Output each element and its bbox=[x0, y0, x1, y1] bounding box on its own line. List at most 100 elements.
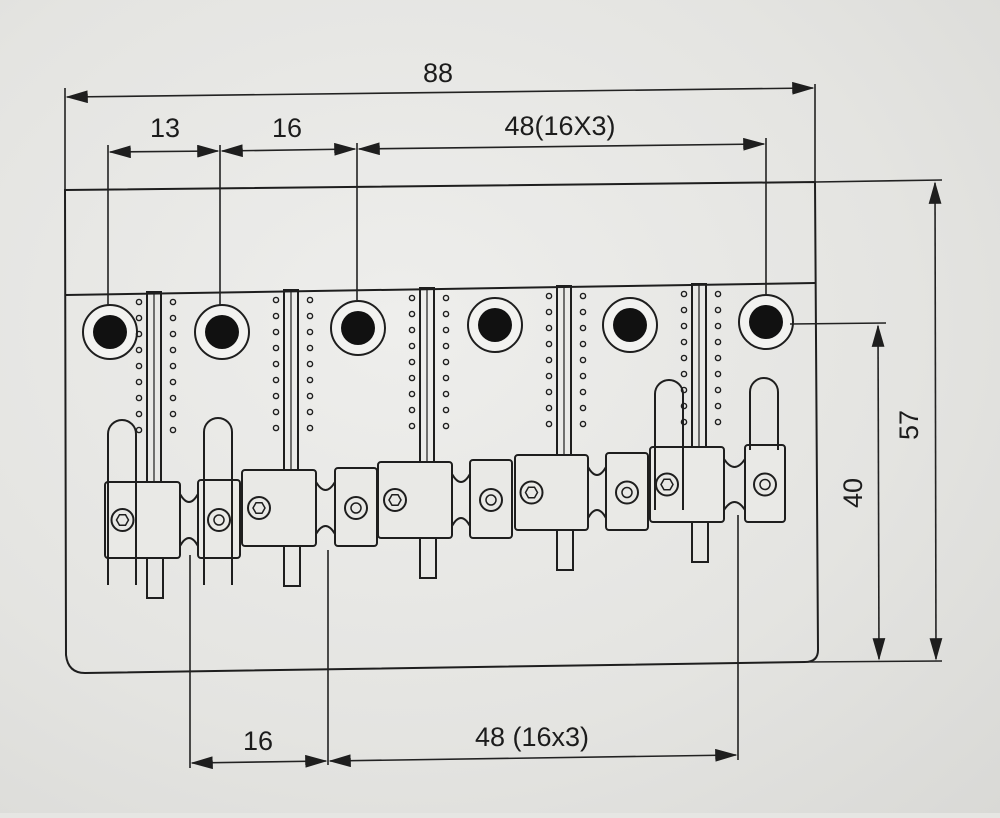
adjustment-slot bbox=[203, 417, 233, 585]
dim-bottom-spacing: 16 bbox=[243, 726, 273, 756]
spring-dot bbox=[408, 358, 416, 366]
spring-dot bbox=[714, 402, 722, 410]
spring-dot bbox=[442, 326, 450, 334]
spring-dot bbox=[135, 410, 143, 418]
spring-dot bbox=[714, 290, 722, 298]
spring-dot bbox=[272, 296, 280, 304]
spring-dot bbox=[306, 424, 314, 432]
dim-hole-height: 40 bbox=[838, 478, 868, 508]
spring-dot bbox=[545, 340, 553, 348]
height-screw bbox=[146, 557, 164, 599]
spring-dot bbox=[306, 328, 314, 336]
spring-dot bbox=[579, 292, 587, 300]
spring-dot bbox=[408, 406, 416, 414]
saddle-side-block bbox=[334, 467, 378, 547]
spring-dot bbox=[579, 324, 587, 332]
hex-socket-icon bbox=[388, 494, 402, 506]
dim-top-spacing: 16 bbox=[272, 113, 302, 143]
saddle-waist bbox=[723, 458, 746, 511]
spring-dot bbox=[579, 420, 587, 428]
dim-bottom-span: 48 (16x3) bbox=[475, 722, 589, 752]
mounting-hole bbox=[93, 315, 127, 349]
height-screw bbox=[419, 537, 437, 579]
spring-dot bbox=[680, 354, 688, 362]
dim-overall-width: 88 bbox=[423, 58, 453, 88]
spring-dot bbox=[680, 370, 688, 378]
spring-dot bbox=[169, 410, 177, 418]
spring-dot bbox=[135, 314, 143, 322]
spring-dot bbox=[306, 312, 314, 320]
saddle-side-block bbox=[744, 444, 786, 523]
saddle-screw bbox=[110, 508, 135, 532]
spring-dot bbox=[442, 310, 450, 318]
spring-dot bbox=[169, 362, 177, 370]
spring-dot bbox=[272, 376, 280, 384]
dim-overall-height: 57 bbox=[894, 410, 924, 440]
saddle-block bbox=[241, 469, 317, 547]
screw-head bbox=[485, 494, 497, 506]
spring-dot bbox=[545, 420, 553, 428]
screw-head bbox=[350, 502, 362, 514]
spring-dot bbox=[135, 394, 143, 402]
spring-dot bbox=[714, 418, 722, 426]
spring-dot bbox=[135, 378, 143, 386]
spring-dot bbox=[680, 306, 688, 314]
spring-dot bbox=[408, 390, 416, 398]
spring-dot bbox=[169, 394, 177, 402]
spring-dot bbox=[169, 346, 177, 354]
spring-dot bbox=[408, 294, 416, 302]
mounting-hole bbox=[613, 308, 647, 342]
spring-dot bbox=[272, 360, 280, 368]
spring-dot bbox=[579, 404, 587, 412]
spring-dot bbox=[169, 426, 177, 434]
spring-dot bbox=[306, 408, 314, 416]
spring-dot bbox=[579, 372, 587, 380]
spring-dot bbox=[442, 374, 450, 382]
spring-dot bbox=[306, 296, 314, 304]
spring-dot bbox=[442, 294, 450, 302]
spring-dot bbox=[680, 386, 688, 394]
spring-dot bbox=[545, 324, 553, 332]
spring-dot bbox=[579, 308, 587, 316]
spring-dot bbox=[408, 374, 416, 382]
spring-dot bbox=[545, 292, 553, 300]
spring-dot bbox=[680, 290, 688, 298]
spring-dot bbox=[545, 372, 553, 380]
spring-dot bbox=[408, 326, 416, 334]
mounting-hole bbox=[749, 305, 783, 339]
spring-dot bbox=[306, 392, 314, 400]
adjustment-slot bbox=[749, 377, 779, 450]
saddle-block bbox=[514, 454, 589, 531]
dimension-lines bbox=[64, 81, 943, 770]
saddle-screw bbox=[519, 480, 544, 505]
saddle-block bbox=[377, 461, 453, 539]
spring-dot bbox=[442, 358, 450, 366]
intonation-screw bbox=[615, 480, 639, 505]
spring-dot bbox=[545, 308, 553, 316]
spring-dot bbox=[408, 310, 416, 318]
spring-dot bbox=[442, 406, 450, 414]
spring-dot bbox=[169, 314, 177, 322]
mounting-hole bbox=[341, 311, 375, 345]
dim-88-line bbox=[65, 81, 815, 104]
spring-dot bbox=[680, 338, 688, 346]
saddle-block bbox=[104, 481, 181, 559]
height-screw bbox=[691, 521, 709, 563]
spring-dot bbox=[714, 322, 722, 330]
screw-head bbox=[213, 514, 225, 526]
spring-dot bbox=[579, 356, 587, 364]
saddle-block bbox=[649, 446, 725, 523]
spring-dot bbox=[545, 404, 553, 412]
spring-dot bbox=[408, 342, 416, 350]
saddle-screw bbox=[247, 496, 271, 520]
screw-head bbox=[621, 486, 633, 499]
spring-dot bbox=[169, 330, 177, 338]
spring-dot bbox=[714, 370, 722, 378]
spring-dot bbox=[135, 330, 143, 338]
spring-dot bbox=[714, 386, 722, 394]
spring-dot bbox=[714, 306, 722, 314]
adjustment-slot bbox=[107, 419, 137, 585]
spring-dot bbox=[135, 298, 143, 306]
hex-socket-icon bbox=[524, 486, 539, 499]
